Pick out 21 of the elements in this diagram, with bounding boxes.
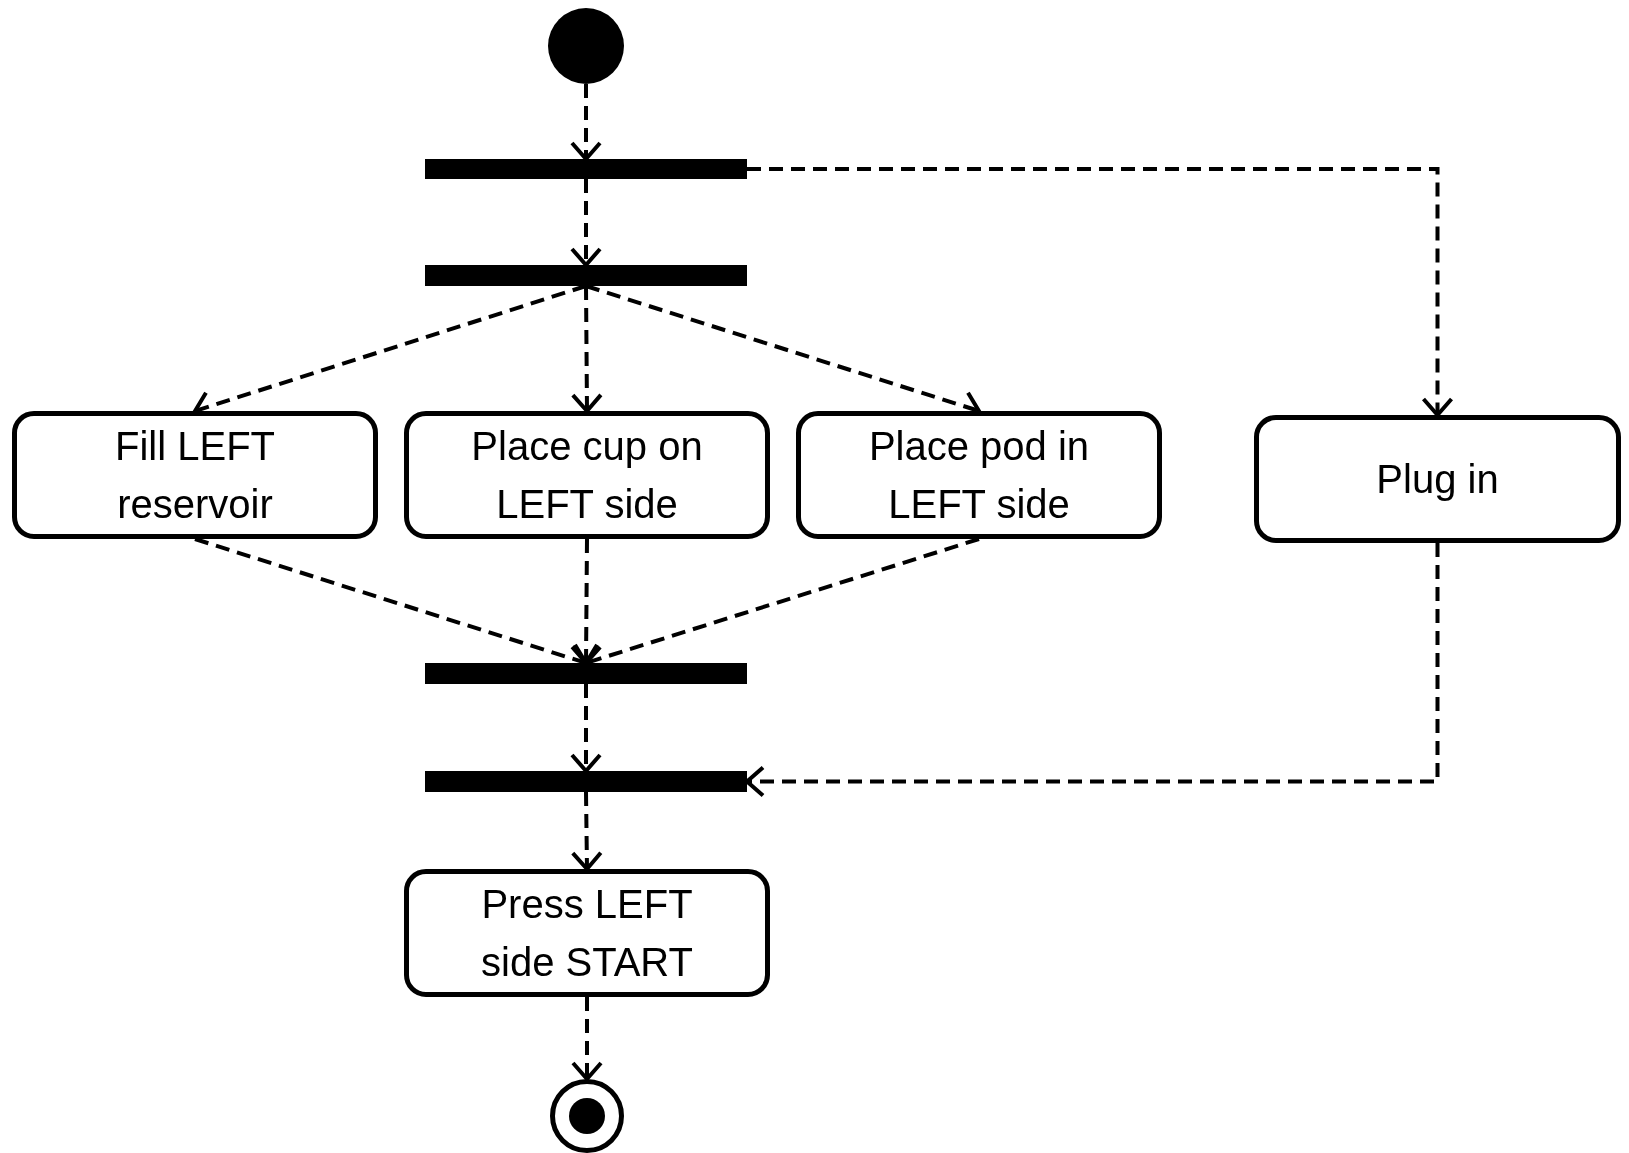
dashed-arrow <box>571 997 603 1081</box>
action-box <box>404 869 770 997</box>
action-box <box>12 411 378 539</box>
dashed-arrow <box>570 684 602 773</box>
sync-bar <box>425 159 747 179</box>
sync-bar <box>425 265 747 286</box>
dashed-arrow <box>570 286 603 413</box>
action-box <box>404 411 770 539</box>
sync-bar <box>425 771 747 792</box>
action-box <box>1254 415 1621 543</box>
dashed-arrow <box>570 791 603 871</box>
sync-bar <box>425 663 747 684</box>
action-label: Fill LEFT reservoir <box>114 423 276 528</box>
action-label: Place pod in LEFT side <box>867 423 1091 528</box>
action-label: Plug in <box>1376 456 1499 503</box>
action-box <box>796 411 1162 539</box>
dashed-arrow <box>747 167 1454 417</box>
action-label: Place cup on LEFT side <box>470 423 704 528</box>
dashed-arrow <box>570 179 602 267</box>
dashed-arrow <box>570 84 602 161</box>
action-label: Press LEFT side START <box>480 881 694 986</box>
